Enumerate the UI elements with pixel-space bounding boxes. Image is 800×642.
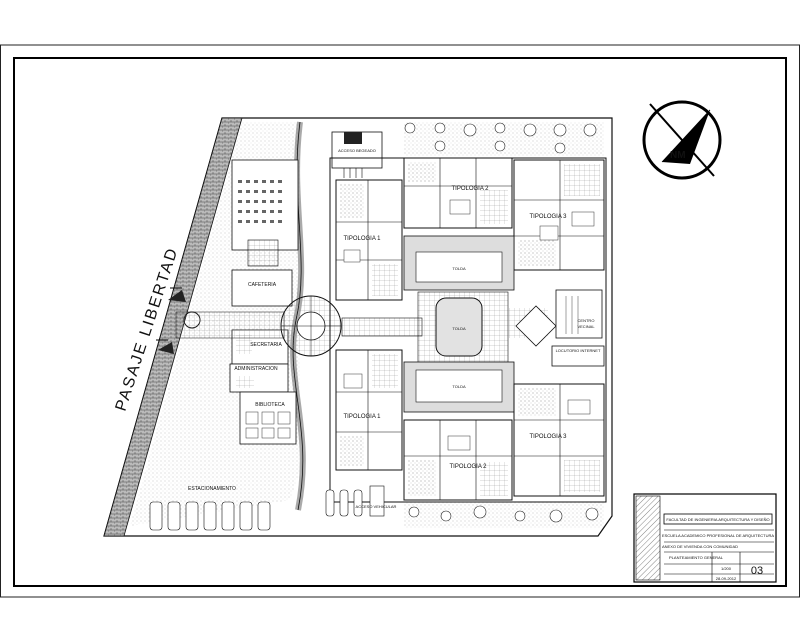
acceso-bottom-label: ACCESO VEHICULAR (356, 504, 397, 509)
title-sheet: PLANTEAMIENTO GENERAL (669, 555, 724, 560)
acceso-bottom-structure (325, 485, 385, 517)
tipologia-3-bottom-label: TIPOLOGIA 3 (529, 434, 567, 440)
entry-arrow-icon (168, 290, 186, 302)
acceso-top-label: ACCESO BEGEADO (338, 148, 376, 153)
title-sheet-number: 03 (751, 565, 763, 577)
tipologia-3-top-label: TIPOLOGIA 3 (529, 214, 567, 220)
title-block: FACULTAD DE INGENIERIA ARQUITECTURA Y DI… (633, 493, 777, 583)
biblioteca-room (239, 391, 297, 445)
trees-top (404, 122, 597, 154)
locutorio-room (551, 345, 605, 367)
parking-spaces (149, 501, 271, 531)
secretaria-label: SECRETARIA (250, 342, 282, 348)
title-date: 28-09-2012 (716, 576, 737, 581)
tipologia-1-bottom-label: TIPOLOGIA 1 (343, 414, 381, 420)
central-promenade (341, 317, 423, 337)
centro-vecinal-label: CENTRO (578, 318, 595, 323)
entry-arrow-icon (158, 342, 174, 354)
locutorio-label: LOCUTORIO INTERNET (556, 348, 601, 353)
svg-text:VECINAL: VECINAL (577, 324, 595, 329)
title-scale: 1/200 (721, 566, 732, 571)
sidewalk-band (103, 117, 243, 537)
svg-text:TOLDA: TOLDA (452, 384, 466, 389)
north-arrow-icon: NM (642, 100, 722, 180)
cafeteria-label: CAFETERIA (248, 282, 277, 288)
title-school: ESCUELA ACADEMICO PROFESIONAL DE ARQUITE… (662, 533, 774, 538)
tipologia-2-top-label: TIPOLOGIA 2 (451, 186, 489, 192)
cafeteria-room (231, 269, 293, 307)
title-project: ANEXO DE VIVIENDA CON COMUNIDAD (662, 544, 738, 549)
inner-frame (13, 57, 787, 587)
cafeteria-block (231, 159, 299, 251)
tipologia-1-top-label: TIPOLOGIA 1 (343, 236, 381, 242)
toldo-label: TOLDA (452, 326, 466, 331)
svg-text:TOLDA: TOLDA (452, 266, 466, 271)
title-faculty: FACULTAD DE INGENIERIA ARQUITECTURA Y DI… (666, 517, 769, 522)
tipologia-2-bottom-label: TIPOLOGIA 2 (449, 464, 487, 470)
north-arrow-label: NM (670, 150, 686, 161)
estacionamiento-label: ESTACIONAMIENTO (188, 486, 236, 492)
administracion-label: ADMINISTRACION (234, 366, 278, 372)
biblioteca-label: BIBLIOTECA (255, 402, 285, 408)
centro-vecinal-room (555, 289, 603, 339)
entry-walkway (175, 311, 285, 339)
toldo-area (435, 297, 483, 357)
trees-bottom (408, 505, 599, 523)
